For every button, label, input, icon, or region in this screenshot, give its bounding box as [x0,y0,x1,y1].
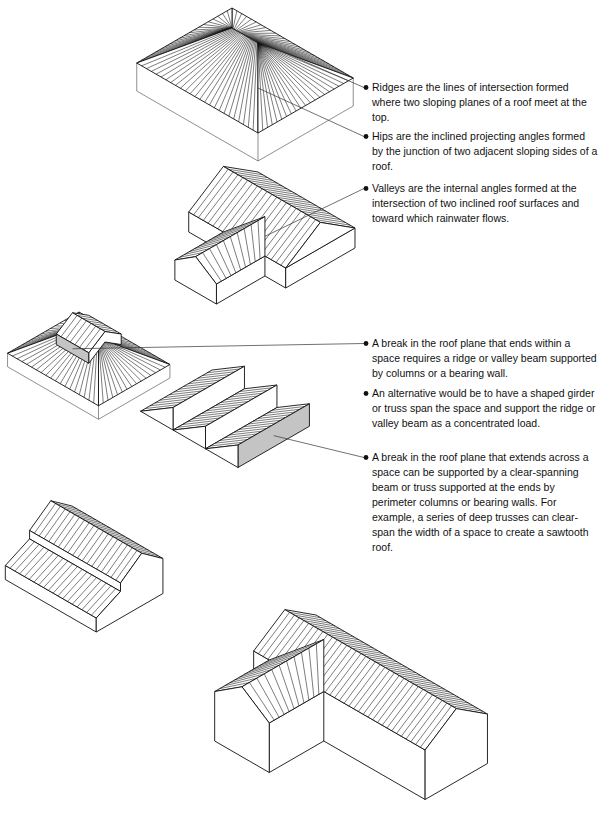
leader-line [73,344,364,349]
bullet-dot [364,134,369,139]
valley-roof [175,166,355,304]
raised-break-roof [8,312,170,419]
footprint-line [353,78,354,106]
roof-hatching [10,542,116,616]
truss-end [206,445,238,468]
roof-plane [137,28,258,133]
roof-outline [258,43,353,133]
end-wall [425,709,487,800]
roof-outline [5,539,120,618]
footprint-line [136,63,137,91]
callout-text: Valleys are the internal angles formed a… [372,181,598,226]
truss-end [173,426,205,449]
leader-line [245,36,364,88]
roof-outline [137,28,258,133]
shed-roof [5,501,163,632]
footprint-line [257,133,258,161]
roof-hatching [142,29,257,131]
bullet-dot [364,391,369,396]
callout-text: An alternative would be to have a shaped… [372,386,598,431]
roof-plane [258,43,353,133]
gable-end [286,222,355,268]
roof-hatching [249,644,318,720]
sawtooth-roof [141,366,310,467]
footprint-line [7,353,8,367]
callout-text: A break in the roof plane that extends a… [372,450,598,555]
leaders [73,36,369,460]
roof-hatching [258,43,348,130]
bullet-dot [364,455,369,460]
callout-text: A break in the roof plane that ends with… [372,336,598,381]
footprint-line [169,365,170,379]
truss-end [141,408,173,431]
callout-text: Hips are the inclined projecting angles … [372,129,598,174]
end-wall [96,553,163,632]
gable-end [175,257,217,304]
end-wall [215,687,270,773]
bullet-dot [364,341,369,346]
footprint-line [98,406,99,420]
bullet-dot [364,186,369,191]
building-roof [215,610,488,800]
roof-plane [5,539,120,618]
leader-line [258,88,364,137]
break-face [238,404,309,468]
hip-roof [137,8,353,161]
roof-hatching [203,221,261,282]
leader-line [274,436,364,458]
callout-text: Ridges are the lines of intersection for… [372,80,598,125]
leader-line [265,189,364,237]
bullet-dot [364,85,369,90]
